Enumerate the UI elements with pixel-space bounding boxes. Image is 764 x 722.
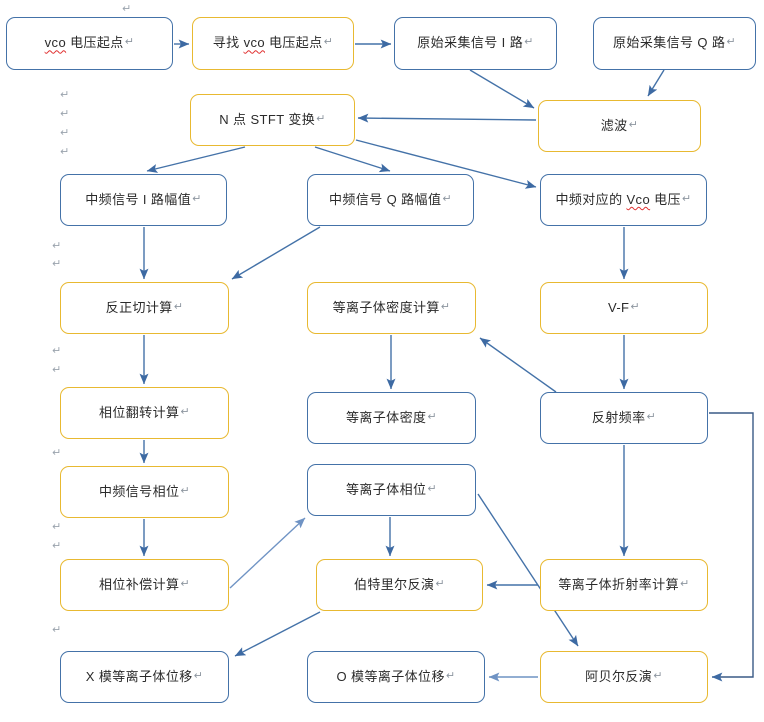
node-plasma-density[interactable]: 等离子体密度↵ (307, 392, 476, 444)
return-mark: ↵ (316, 112, 326, 125)
node-if-signal-q-amplitude[interactable]: 中频信号 Q 路幅值↵ (307, 174, 474, 226)
return-mark: ↵ (726, 36, 736, 49)
node-bottlier-inversion[interactable]: 伯特里尔反演↵ (316, 559, 483, 611)
return-mark: ↵ (442, 192, 452, 205)
return-mark: ↵ (440, 300, 451, 313)
paragraph-mark: ↵ (60, 126, 70, 139)
node-plasma-refractive-index-calculation[interactable]: 等离子体折射率计算↵ (540, 559, 708, 611)
node-if-vco-suffix: 电压 (650, 191, 681, 207)
node-arctan-calculation-label: 反正切计算 (105, 299, 173, 315)
node-x-mode-plasma-displacement-label: X 模等离子体位移 (85, 668, 193, 684)
return-mark: ↵ (435, 577, 446, 590)
node-vco-voltage-start-label: 电压起点 (66, 35, 124, 51)
node-if-signal-phase-label: 中频信号相位 (98, 483, 180, 499)
return-mark: ↵ (192, 192, 202, 205)
node-filter-label: 滤波 (600, 117, 628, 133)
node-if-signal-q-amplitude-label: 中频信号 Q 路幅值 (329, 191, 442, 207)
paragraph-mark: ↵ (52, 446, 62, 459)
node-phase-unwrap-calculation-label: 相位翻转计算 (98, 404, 180, 420)
node-plasma-phase-label: 等离子体相位 (345, 481, 427, 497)
node-if-signal-i-amplitude-label: 中频信号 I 路幅值 (85, 191, 192, 207)
edge-filter-to-stft (357, 113, 537, 123)
paragraph-mark: ↵ (60, 145, 70, 158)
node-plasma-density-calculation-label: 等离子体密度计算 (332, 299, 440, 315)
return-mark: ↵ (653, 669, 663, 682)
node-reflection-frequency[interactable]: 反射频率↵ (540, 392, 708, 444)
edge-raw-i-to-filter (469, 69, 535, 109)
edge-raw-q-to-filter (647, 69, 665, 97)
node-raw-signal-i[interactable]: 原始采集信号 I 路↵ (394, 17, 557, 70)
edge-reflect-freq-to-plasma-density-calc (479, 337, 557, 393)
node-plasma-density-calculation[interactable]: 等离子体密度计算↵ (307, 282, 476, 334)
node-n-point-stft-label: N 点 STFT 变换 (219, 111, 316, 127)
edge-stft-to-if-i-amp (146, 146, 246, 173)
edge-stft-to-if-q-amp (314, 146, 391, 173)
edge-reflect-freq-to-abel (709, 412, 754, 682)
node-plasma-phase[interactable]: 等离子体相位↵ (307, 464, 476, 516)
node-plasma-density-label: 等离子体密度 (345, 409, 427, 425)
return-mark: ↵ (173, 300, 184, 313)
paragraph-mark: ↵ (52, 257, 62, 270)
return-mark: ↵ (427, 482, 438, 495)
paragraph-mark: ↵ (52, 239, 62, 252)
node-abel-inversion[interactable]: 阿贝尔反演↵ (540, 651, 708, 703)
node-v-f-label: V-F (607, 299, 630, 315)
edge-bottlier-to-x-mode (234, 611, 321, 657)
node-vco-voltage-start-spell: vco (44, 35, 67, 51)
return-mark: ↵ (628, 118, 639, 131)
return-mark: ↵ (180, 405, 191, 418)
paragraph-mark: ↵ (52, 520, 62, 533)
node-o-mode-plasma-displacement[interactable]: O 模等离子体位移↵ (307, 651, 485, 703)
node-plasma-refractive-index-calculation-label: 等离子体折射率计算 (558, 576, 679, 592)
node-bottlier-inversion-label: 伯特里尔反演 (353, 576, 435, 592)
node-raw-signal-q-label: 原始采集信号 Q 路 (613, 35, 726, 51)
node-find-vco-spell: vco (243, 35, 265, 51)
node-if-corresponding-vco-voltage[interactable]: 中频对应的 Vco 电压↵ (540, 174, 707, 226)
node-if-vco-prefix: 中频对应的 (555, 191, 627, 207)
node-if-vco-spell: Vco (626, 191, 651, 207)
node-n-point-stft[interactable]: N 点 STFT 变换↵ (190, 94, 355, 146)
node-v-f[interactable]: V-F↵ (540, 282, 708, 334)
return-mark: ↵ (445, 669, 456, 682)
paragraph-mark: ↵ (60, 107, 70, 120)
node-phase-compensation-calculation[interactable]: 相位补偿计算↵ (60, 559, 229, 611)
node-abel-inversion-label: 阿贝尔反演 (585, 668, 653, 684)
node-raw-signal-q[interactable]: 原始采集信号 Q 路↵ (593, 17, 756, 70)
return-mark: ↵ (124, 36, 135, 49)
return-mark: ↵ (681, 192, 692, 205)
node-find-vco-suffix: 电压起点 (265, 35, 323, 51)
return-mark: ↵ (180, 577, 191, 590)
paragraph-mark: ↵ (52, 539, 62, 552)
node-arctan-calculation[interactable]: 反正切计算↵ (60, 282, 229, 334)
node-raw-signal-i-label: 原始采集信号 I 路 (417, 35, 524, 51)
node-find-vco-prefix: 寻找 (212, 35, 244, 51)
node-vco-voltage-start[interactable]: vco 电压起点↵ (6, 17, 173, 70)
edge-if-q-amp-to-arctan (231, 226, 321, 280)
node-find-vco-voltage-start[interactable]: 寻找 vco 电压起点↵ (192, 17, 354, 70)
return-mark: ↵ (524, 36, 534, 49)
paragraph-mark: ↵ (52, 363, 62, 376)
paragraph-mark: ↵ (52, 623, 62, 636)
return-mark: ↵ (427, 410, 438, 423)
node-if-signal-phase[interactable]: 中频信号相位↵ (60, 466, 229, 518)
node-phase-unwrap-calculation[interactable]: 相位翻转计算↵ (60, 387, 229, 439)
return-mark: ↵ (679, 577, 690, 590)
return-mark: ↵ (646, 410, 657, 423)
node-phase-compensation-calculation-label: 相位补偿计算 (98, 576, 180, 592)
node-x-mode-plasma-displacement[interactable]: X 模等离子体位移↵ (60, 651, 229, 703)
paragraph-mark: ↵ (52, 344, 62, 357)
paragraph-mark: ↵ (60, 88, 70, 101)
node-filter[interactable]: 滤波↵ (538, 100, 701, 152)
return-mark: ↵ (630, 300, 641, 313)
edge-phase-comp-to-plasma-phase (229, 517, 306, 589)
node-if-signal-i-amplitude[interactable]: 中频信号 I 路幅值↵ (60, 174, 227, 226)
return-mark: ↵ (323, 36, 334, 49)
paragraph-mark: ↵ (122, 2, 132, 15)
node-o-mode-plasma-displacement-label: O 模等离子体位移 (336, 668, 445, 684)
return-mark: ↵ (193, 669, 204, 682)
return-mark: ↵ (180, 484, 191, 497)
node-reflection-frequency-label: 反射频率 (591, 409, 646, 425)
